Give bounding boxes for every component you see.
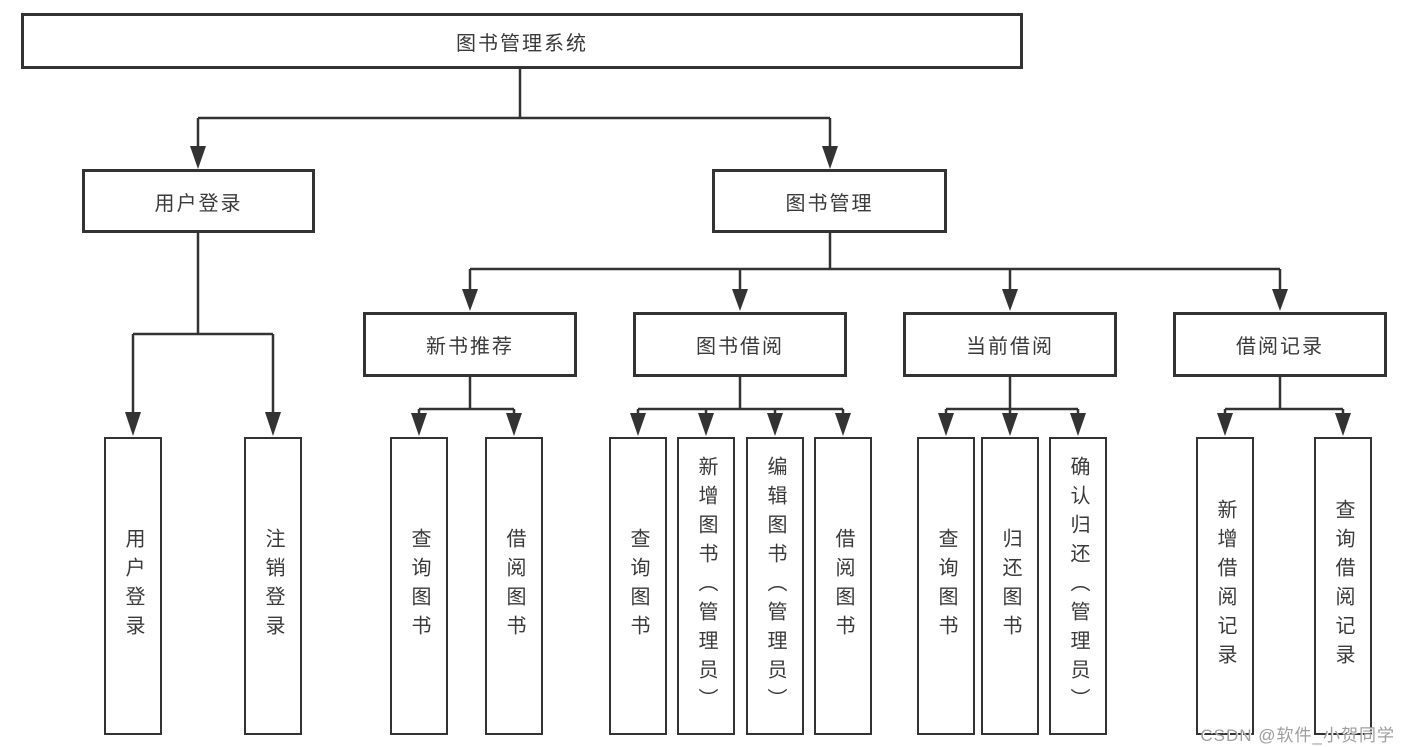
leaf-records-query-record: 查询借阅记录 xyxy=(1314,437,1372,735)
recommend-branch-lines xyxy=(417,377,516,416)
leaf-records-add-record-label: 新增借阅记录 xyxy=(1214,499,1236,673)
node-new-book-recommend: 新书推荐 xyxy=(363,312,577,377)
leaf-borrow-borrow-books-label: 借阅图书 xyxy=(832,528,854,644)
node-user-login-label: 用户登录 xyxy=(154,192,243,215)
leaf-recommend-borrow-books-label: 借阅图书 xyxy=(503,528,525,644)
node-user-login: 用户登录 xyxy=(82,169,315,233)
node-root-system: 图书管理系统 xyxy=(21,13,1023,69)
connector-stems xyxy=(131,69,1345,416)
leaf-current-return-books-label: 归还图书 xyxy=(999,528,1021,644)
login-branch-lines xyxy=(131,233,275,416)
arrow-icon xyxy=(698,413,714,436)
management-branch-lines xyxy=(468,233,1282,291)
leaf-recommend-query-books-label: 查询图书 xyxy=(408,528,430,644)
arrow-icon xyxy=(125,412,141,436)
node-book-management: 图书管理 xyxy=(712,169,947,233)
arrow-icon xyxy=(1002,413,1018,436)
leaf-recommend-query-books: 查询图书 xyxy=(390,437,448,735)
node-current-borrow: 当前借阅 xyxy=(903,312,1117,377)
leaf-borrow-query-books: 查询图书 xyxy=(609,437,667,735)
leaf-records-add-record: 新增借阅记录 xyxy=(1196,437,1254,735)
leaf-current-query-books-label: 查询图书 xyxy=(935,528,957,644)
arrow-icon xyxy=(1002,289,1018,311)
leaf-borrow-edit-books-admin-label: 编辑图书（管理员） xyxy=(764,455,786,717)
borrow-branch-lines xyxy=(636,377,845,416)
node-borrow-records: 借阅记录 xyxy=(1173,312,1387,377)
arrow-icon xyxy=(1217,413,1233,436)
arrow-icon xyxy=(1070,413,1086,436)
leaf-borrow-add-books-admin: 新增图书（管理员） xyxy=(677,437,735,735)
node-book-management-label: 图书管理 xyxy=(785,192,874,215)
arrow-icon xyxy=(630,413,646,436)
arrow-icon xyxy=(506,413,522,436)
arrow-icon xyxy=(732,289,748,311)
leaf-current-confirm-return-admin: 确认归还（管理员） xyxy=(1049,437,1107,735)
arrow-icon xyxy=(938,413,954,436)
leaf-borrow-add-books-admin-label: 新增图书（管理员） xyxy=(695,455,717,717)
leaf-recommend-borrow-books: 借阅图书 xyxy=(485,437,543,735)
current-branch-lines xyxy=(944,377,1080,416)
node-borrow-records-label: 借阅记录 xyxy=(1236,336,1324,358)
leaf-current-query-books: 查询图书 xyxy=(917,437,975,735)
arrow-icon xyxy=(265,412,281,436)
leaf-logout: 注销登录 xyxy=(244,437,302,735)
arrow-icon xyxy=(1272,289,1288,311)
node-current-borrow-label: 当前借阅 xyxy=(966,336,1054,358)
leaf-records-query-record-label: 查询借阅记录 xyxy=(1332,499,1354,673)
node-book-borrow-label: 图书借阅 xyxy=(696,336,784,358)
arrow-icon xyxy=(411,413,427,436)
arrowheads xyxy=(125,146,1351,436)
arrow-icon xyxy=(767,413,783,436)
arrow-icon xyxy=(835,413,851,436)
leaf-borrow-query-books-label: 查询图书 xyxy=(627,528,649,644)
leaf-current-confirm-return-admin-label: 确认归还（管理员） xyxy=(1067,455,1089,717)
leaf-user-login: 用户登录 xyxy=(104,437,162,735)
arrow-icon xyxy=(190,146,206,169)
watermark: CSDN @软件_小贺同学 xyxy=(1200,726,1395,745)
arrow-icon xyxy=(1335,413,1351,436)
arrow-icon xyxy=(462,289,478,311)
leaf-borrow-borrow-books: 借阅图书 xyxy=(814,437,872,735)
node-new-book-recommend-label: 新书推荐 xyxy=(426,336,514,358)
node-book-borrow: 图书借阅 xyxy=(633,312,847,377)
leaf-current-return-books: 归还图书 xyxy=(981,437,1039,735)
leaf-user-login-label: 用户登录 xyxy=(122,528,144,644)
leaf-logout-label: 注销登录 xyxy=(262,528,284,644)
root-to-level1-lines xyxy=(196,69,832,148)
records-branch-lines xyxy=(1223,377,1345,416)
leaf-borrow-edit-books-admin: 编辑图书（管理员） xyxy=(746,437,804,735)
node-root-label: 图书管理系统 xyxy=(456,32,588,55)
arrow-icon xyxy=(822,146,838,169)
